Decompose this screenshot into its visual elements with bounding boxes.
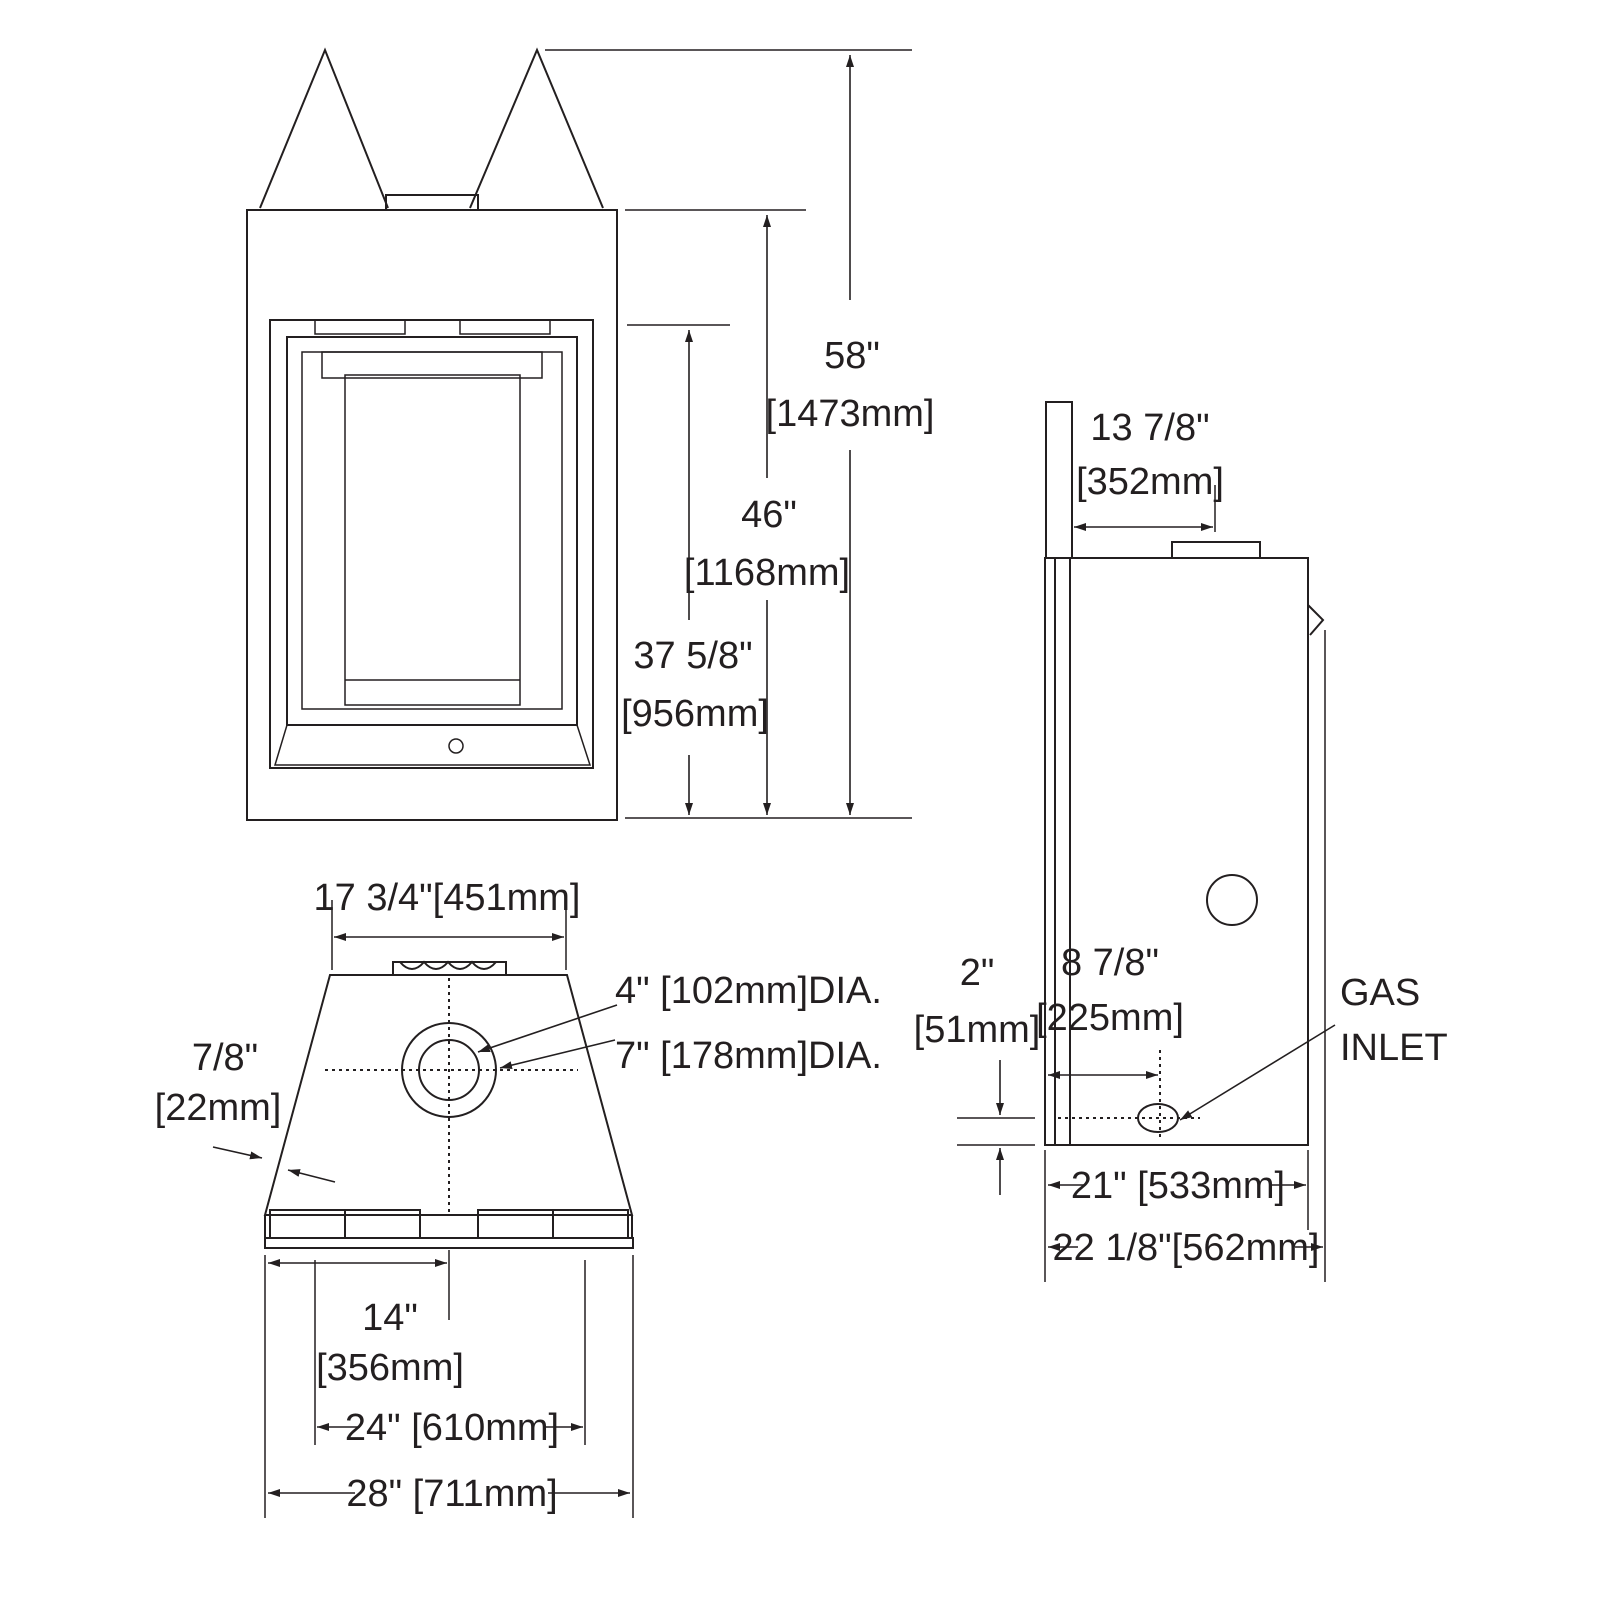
gas-inlet-label-2: INLET (1340, 1027, 1448, 1069)
overall-depth-dimension: 22 1/8"[562mm] (1053, 1227, 1320, 1269)
vent-offset-in: 13 7/8" (1090, 407, 1209, 449)
opening-height-mm: [956mm] (621, 693, 769, 735)
flange-in: 7/8" (192, 1037, 258, 1079)
top-view: 17 3/4"[451mm] 4" [102mm]DIA. 7" [178mm]… (155, 877, 882, 1518)
inner-width-dimension: 24" [610mm] (345, 1407, 559, 1449)
inner-vent-dimension: 4" [102mm]DIA. (615, 970, 882, 1012)
overall-height-in: 58" (824, 335, 880, 377)
depth-dimension: 21" [533mm] (1071, 1165, 1285, 1207)
gas-inlet-offset-in: 8 7/8" (1061, 942, 1159, 984)
gas-inlet-label-1: GAS (1340, 972, 1420, 1014)
gas-inlet-height-in: 2" (960, 952, 995, 994)
opening-height-in: 37 5/8" (633, 635, 752, 677)
body-height-mm: [1168mm] (684, 552, 850, 594)
side-view: 13 7/8" [352mm] 8 7/8" [225mm] 2" [51mm]… (914, 401, 1448, 1282)
front-view: 58" [1473mm] 46" [1168mm] 37 5/8" [956mm… (246, 47, 935, 821)
outer-vent-dimension: 7" [178mm]DIA. (615, 1035, 882, 1077)
vent-offset-mm: [352mm] (1076, 461, 1224, 503)
back-width-dimension: 17 3/4"[451mm] (314, 877, 581, 919)
body-height-in: 46" (741, 494, 797, 536)
center-offset-in: 14" (362, 1297, 418, 1339)
gas-inlet-offset-mm: [225mm] (1036, 997, 1184, 1039)
overall-width-dimension: 28" [711mm] (346, 1473, 557, 1515)
center-offset-mm: [356mm] (316, 1347, 464, 1389)
overall-height-mm: [1473mm] (766, 393, 935, 435)
gas-inlet-height-mm: [51mm] (914, 1009, 1041, 1051)
flange-mm: [22mm] (155, 1087, 282, 1129)
